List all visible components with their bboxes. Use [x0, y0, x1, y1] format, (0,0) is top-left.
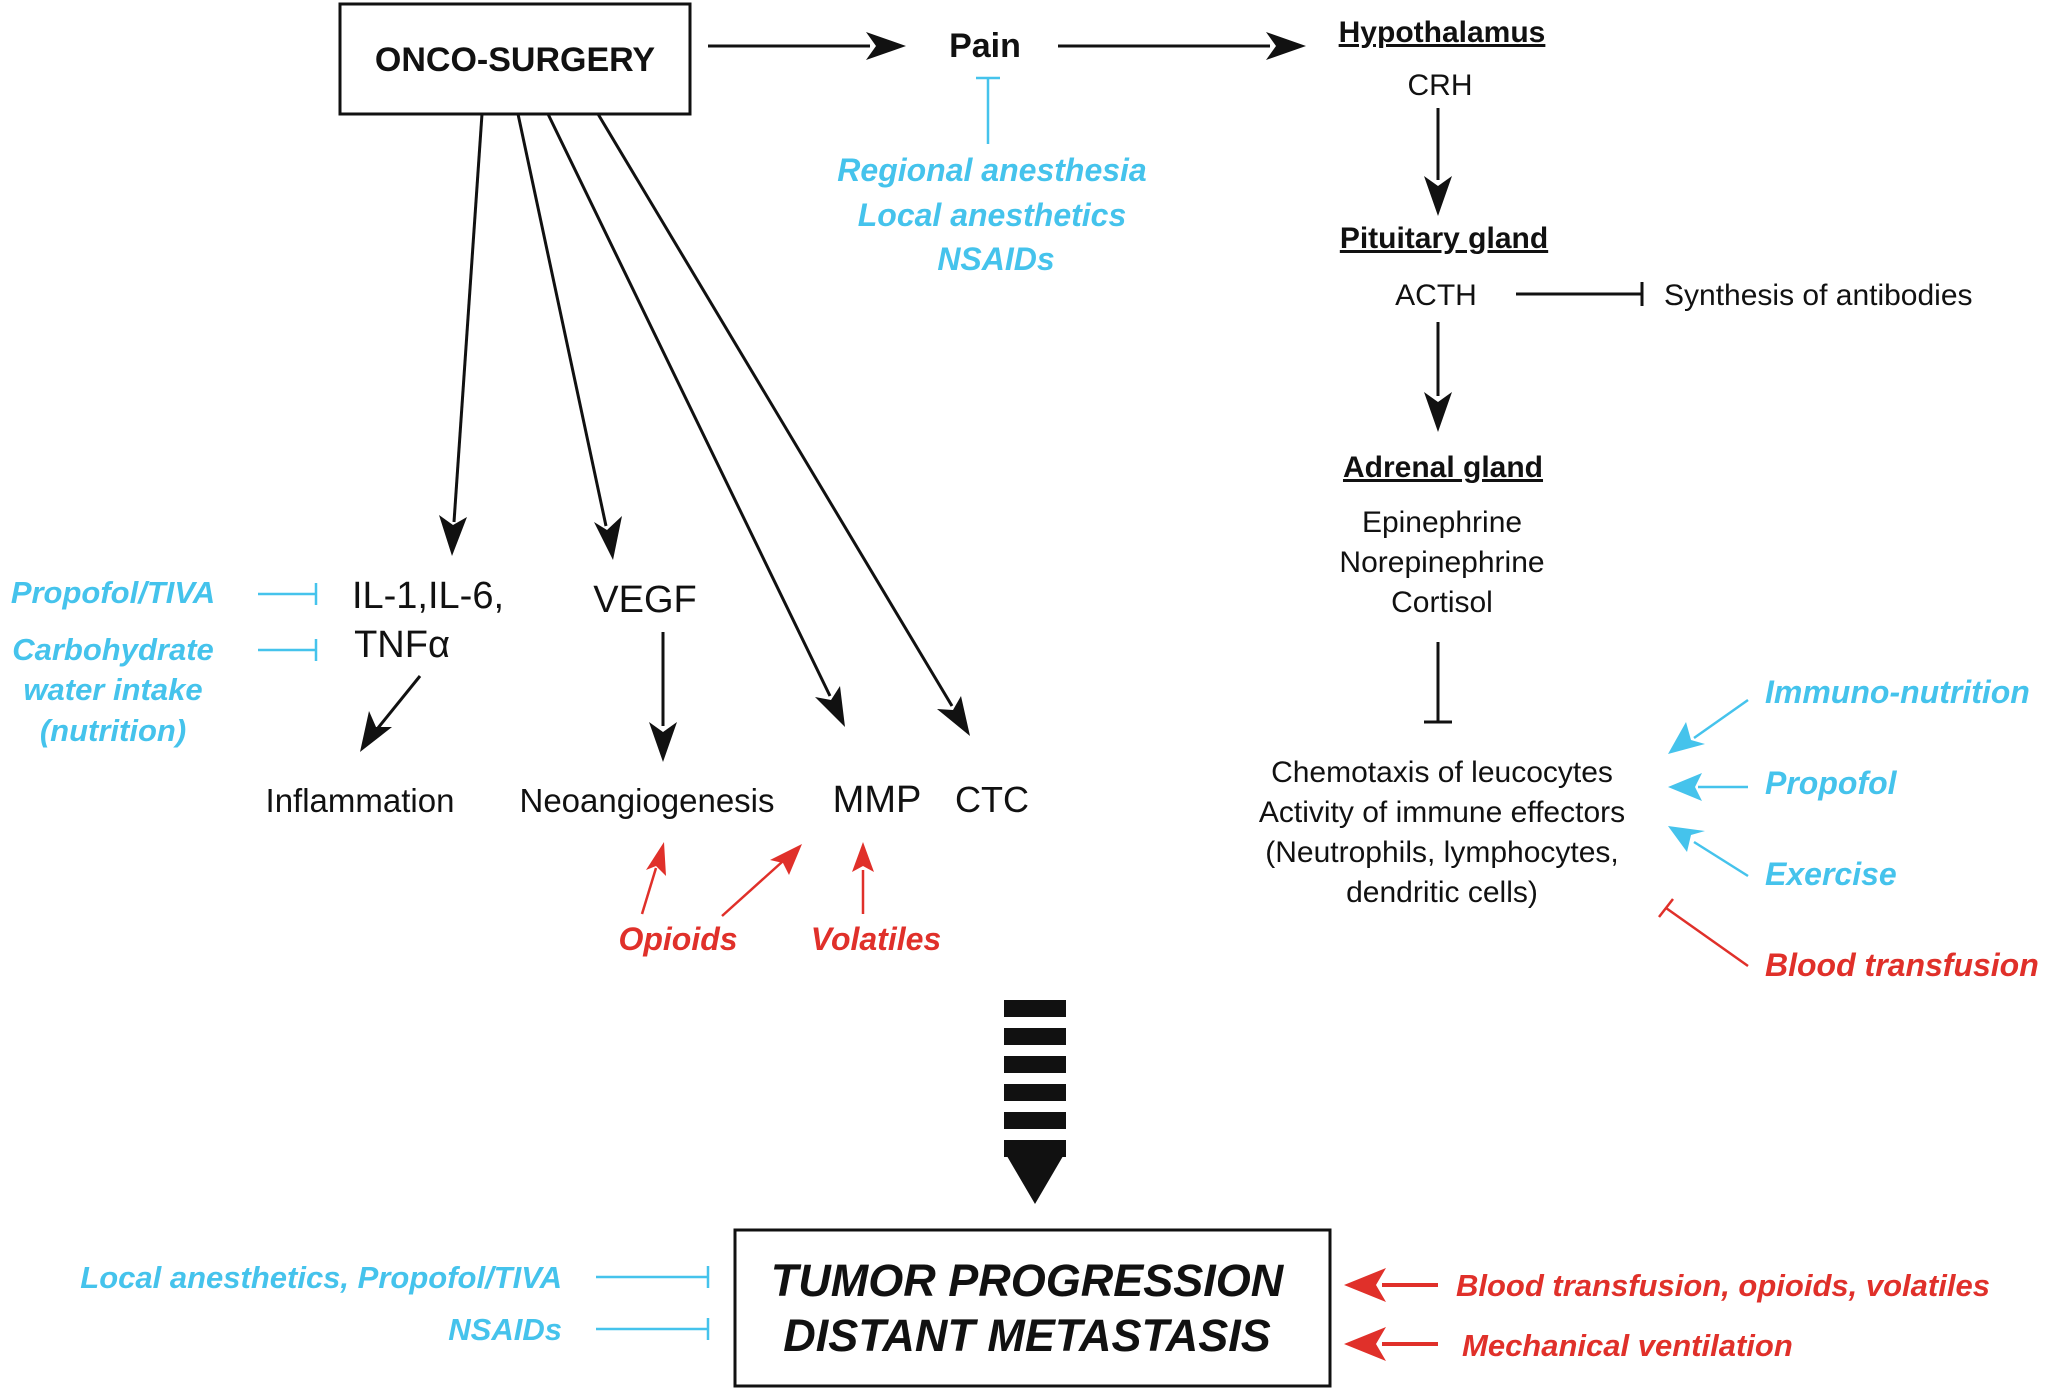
arrowhead-immunonutrition [1668, 722, 1705, 754]
arrow-cytokines-to-inflammation [376, 675, 422, 729]
immune-line-1: Chemotaxis of leucocytes [1271, 756, 1613, 789]
arrow-surgery-to-ctc [596, 113, 954, 707]
crh-label: CRH [1408, 69, 1473, 102]
arrowhead-blood-transfusion-outcome [1344, 1268, 1386, 1302]
dashed-down-arrow [1004, 1000, 1066, 1204]
antibodies-label: Synthesis of antibodies [1664, 279, 1973, 312]
hormone-cortisol: Cortisol [1391, 586, 1493, 619]
carbohydrate-line-2: water intake [23, 672, 202, 707]
arrowhead-opioids-mmp [770, 844, 802, 875]
volatiles-label: Volatiles [811, 921, 941, 957]
arrowhead-propofol [1668, 773, 1702, 801]
cytokines-line-1: IL-1,IL-6, [352, 575, 504, 617]
outcome-inhibitor-nsaids: NSAIDs [448, 1312, 562, 1347]
arrow-opioids-to-mmp [721, 861, 783, 917]
carbohydrate-line-1: Carbohydrate [12, 632, 214, 667]
arrowhead-exercise [1668, 826, 1705, 852]
arrowhead-ventilation-outcome [1344, 1327, 1386, 1361]
adrenal-gland-label: Adrenal gland [1343, 451, 1543, 484]
arrow-surgery-to-cytokines [452, 113, 484, 523]
hormone-epinephrine: Epinephrine [1362, 506, 1522, 539]
arrow-surgery-to-mmp [546, 113, 832, 697]
pituitary-gland-label: Pituitary gland [1340, 222, 1548, 255]
pain-label: Pain [949, 27, 1021, 65]
outcome-line-1: TUMOR PROGRESSION [771, 1255, 1285, 1306]
neoangiogenesis-label: Neoangiogenesis [519, 782, 774, 819]
vegf-label: VEGF [593, 579, 696, 621]
hypothalamus-label: Hypothalamus [1339, 16, 1546, 49]
propofol-label: Propofol [1765, 765, 1898, 801]
immune-line-2: Activity of immune effectors [1259, 796, 1625, 829]
arrowhead-pain-to-hypothalamus [1266, 32, 1306, 60]
outcome-promoter-mechanical-ventilation: Mechanical ventilation [1462, 1328, 1793, 1363]
hormone-norepinephrine: Norepinephrine [1339, 546, 1544, 579]
blood-transfusion-label: Blood transfusion [1765, 947, 2039, 983]
arrowhead-surgery-to-pain [866, 32, 906, 60]
outcome-inhibitor-local-anesthetics: Local anesthetics, Propofol/TIVA [80, 1260, 562, 1295]
pain-inhibitor-local-anesthetics: Local anesthetics [858, 197, 1127, 233]
outcome-promoter-blood-transfusion: Blood transfusion, opioids, volatiles [1456, 1268, 1990, 1303]
inhibit-blood-transfusion-to-immune [1665, 906, 1749, 968]
immune-line-4: dendritic cells) [1346, 876, 1538, 909]
onco-surgery-label: ONCO-SURGERY [375, 41, 656, 79]
arrowhead-opioids-neoangiogenesis [646, 842, 666, 876]
mmp-label: MMP [833, 779, 922, 821]
immune-line-3: (Neutrophils, lymphocytes, [1265, 836, 1618, 869]
arrowhead-surgery-to-mmp [815, 686, 845, 727]
propofol-tiva-label: Propofol/TIVA [11, 575, 215, 610]
ctc-label: CTC [955, 779, 1029, 820]
exercise-label: Exercise [1765, 856, 1897, 892]
arrowhead-surgery-to-cytokines [439, 515, 467, 556]
arrow-exercise-to-immune [1693, 840, 1749, 878]
immuno-nutrition-label: Immuno-nutrition [1765, 674, 2030, 710]
arrow-immunonutrition-to-immune [1693, 698, 1749, 740]
arrowhead-crh-to-pituitary [1424, 176, 1452, 216]
outcome-box [733, 1228, 1332, 1388]
pain-inhibitor-nsaids: NSAIDs [937, 241, 1054, 277]
cytokines-line-2: TNFα [354, 624, 450, 666]
inflammation-label: Inflammation [266, 782, 455, 819]
opioids-label: Opioids [618, 921, 737, 957]
onco-surgery-box [338, 2, 692, 116]
inhibit-bar-immune-red [1658, 898, 1674, 918]
arrowhead-volatiles-mmp [852, 842, 874, 872]
pain-inhibitor-regional-anesthesia: Regional anesthesia [837, 152, 1146, 188]
outcome-line-2: DISTANT METASTASIS [783, 1310, 1271, 1361]
arrowhead-surgery-to-ctc [937, 696, 970, 736]
arrowhead-acth-to-adrenal [1424, 392, 1452, 432]
arrowhead-cytokines-to-inflammation [360, 711, 392, 752]
arrowhead-vegf-to-neoangiogenesis [649, 722, 677, 762]
arrowhead-surgery-to-vegf [594, 516, 622, 560]
acth-label: ACTH [1395, 279, 1477, 312]
arrow-surgery-to-vegf [516, 113, 608, 527]
arrow-opioids-to-neoangiogenesis [640, 867, 658, 915]
carbohydrate-line-3: (nutrition) [40, 713, 186, 748]
